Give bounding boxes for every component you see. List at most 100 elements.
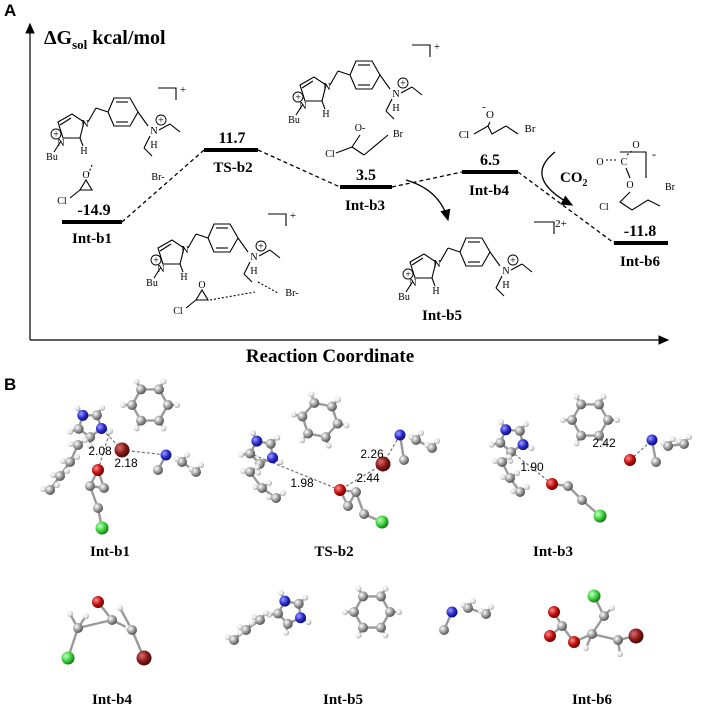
atom-o xyxy=(92,596,104,608)
state-name: Int-b5 xyxy=(422,308,462,324)
atom-cl: Cl xyxy=(459,129,469,141)
atom-n xyxy=(160,449,172,461)
atom-h xyxy=(198,462,204,468)
atom-c xyxy=(343,501,353,511)
state-name: Int-b1 xyxy=(72,231,112,247)
atom-c xyxy=(514,425,525,436)
atom-h xyxy=(308,391,315,398)
state-name: Int-b4 xyxy=(469,183,510,199)
atom-h xyxy=(408,434,414,440)
atom-n: N xyxy=(392,89,399,100)
atom-n xyxy=(251,435,263,447)
energy-value: 6.5 xyxy=(480,152,500,169)
atom-n: N xyxy=(57,138,64,149)
atom-c xyxy=(245,467,255,477)
atom-h xyxy=(522,421,529,428)
atom-c xyxy=(99,483,109,493)
atom-h xyxy=(660,440,666,446)
atom-n xyxy=(517,439,529,451)
model-name: Int-b1 xyxy=(90,544,130,560)
imidazole-ring xyxy=(299,76,327,102)
atom-c xyxy=(351,487,361,497)
atom-n xyxy=(295,612,307,624)
atom-h xyxy=(74,405,81,412)
atom-h xyxy=(305,619,312,626)
atom-h xyxy=(188,466,194,472)
atom-h xyxy=(686,434,692,440)
atom-h xyxy=(500,474,506,480)
atom-h xyxy=(355,632,362,639)
atom-c xyxy=(136,415,146,426)
charge-bracket xyxy=(412,44,431,57)
charge-circle xyxy=(255,240,267,252)
atom-o: O xyxy=(486,109,494,121)
atom-h xyxy=(225,634,231,640)
atom-n: N xyxy=(433,259,440,270)
atom-h xyxy=(355,585,362,592)
atom-cl: Cl xyxy=(57,196,67,207)
atom-h xyxy=(434,438,440,444)
atom-h xyxy=(274,434,281,441)
charge-sign: + xyxy=(295,93,301,104)
atom-c xyxy=(245,448,256,459)
atom-n: N xyxy=(323,82,330,93)
atom-c xyxy=(613,635,623,645)
epoxide-ring xyxy=(195,288,209,301)
imidazole-ring xyxy=(57,113,85,139)
energy-value: 11.7 xyxy=(218,130,245,147)
h-bond xyxy=(339,463,384,491)
atom-n: N xyxy=(299,101,306,112)
atom-c xyxy=(358,591,368,602)
atom-o xyxy=(568,636,580,648)
atom-h xyxy=(560,417,566,423)
atom-h: H xyxy=(392,103,399,114)
atom-h xyxy=(68,441,74,447)
atom-n: N xyxy=(502,266,509,277)
atom-h xyxy=(343,422,350,429)
co2-arrow xyxy=(541,151,574,206)
atom-c xyxy=(505,473,515,483)
bracket-charge: + xyxy=(180,84,186,96)
atom-o: O xyxy=(198,280,205,291)
atom-h xyxy=(184,452,190,458)
atom-h xyxy=(418,430,424,436)
atom-c xyxy=(495,437,506,448)
atom-h xyxy=(299,437,306,444)
atom-c xyxy=(297,411,308,422)
h-bond xyxy=(97,431,111,471)
atom-c xyxy=(55,471,65,481)
imidazole-ring xyxy=(409,253,437,279)
atom-h xyxy=(64,468,70,474)
bond xyxy=(77,618,113,630)
charge-sign: - xyxy=(652,147,656,161)
distance-label: 1.90 xyxy=(520,460,544,474)
state-ts-b2: 11.7TS-b2 xyxy=(204,130,258,176)
atom-h xyxy=(160,425,167,432)
charge-sign: + xyxy=(258,242,264,253)
atom-o xyxy=(548,606,560,618)
atom-c xyxy=(163,400,173,410)
charge-sign: + xyxy=(153,256,159,267)
atom-c xyxy=(399,455,409,465)
atom-h xyxy=(67,611,73,617)
atom-c xyxy=(127,400,137,410)
atom-c xyxy=(515,487,525,497)
atom-h xyxy=(40,486,46,492)
atom-h xyxy=(510,488,516,494)
atom-h xyxy=(120,402,126,408)
atom-h xyxy=(99,404,106,411)
epoxide: OCl xyxy=(173,280,256,317)
atom-cl xyxy=(587,589,601,603)
atom-o xyxy=(624,454,636,466)
atom-c xyxy=(65,457,75,467)
atom-c xyxy=(73,423,84,434)
distance-label: 1.98 xyxy=(290,476,314,490)
atom-c xyxy=(359,509,369,519)
